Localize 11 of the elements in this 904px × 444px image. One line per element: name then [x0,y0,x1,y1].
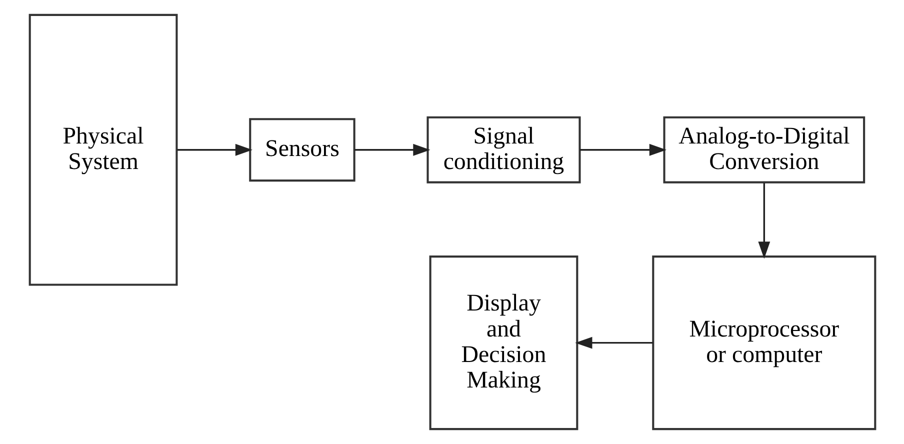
node-box: Analog-to-Digital Conversion [662,116,865,184]
arrow [176,144,252,156]
arrow [354,144,430,156]
node-box: Physical System [28,14,178,286]
node-box: Display and Decision Making [428,256,578,430]
arrow [574,336,652,349]
arrow [579,144,666,156]
node-box: Signal conditioning [426,116,580,184]
node-box: Sensors [248,118,355,182]
arrow [758,183,770,259]
node-box: Microprocessor or computer [652,256,876,430]
